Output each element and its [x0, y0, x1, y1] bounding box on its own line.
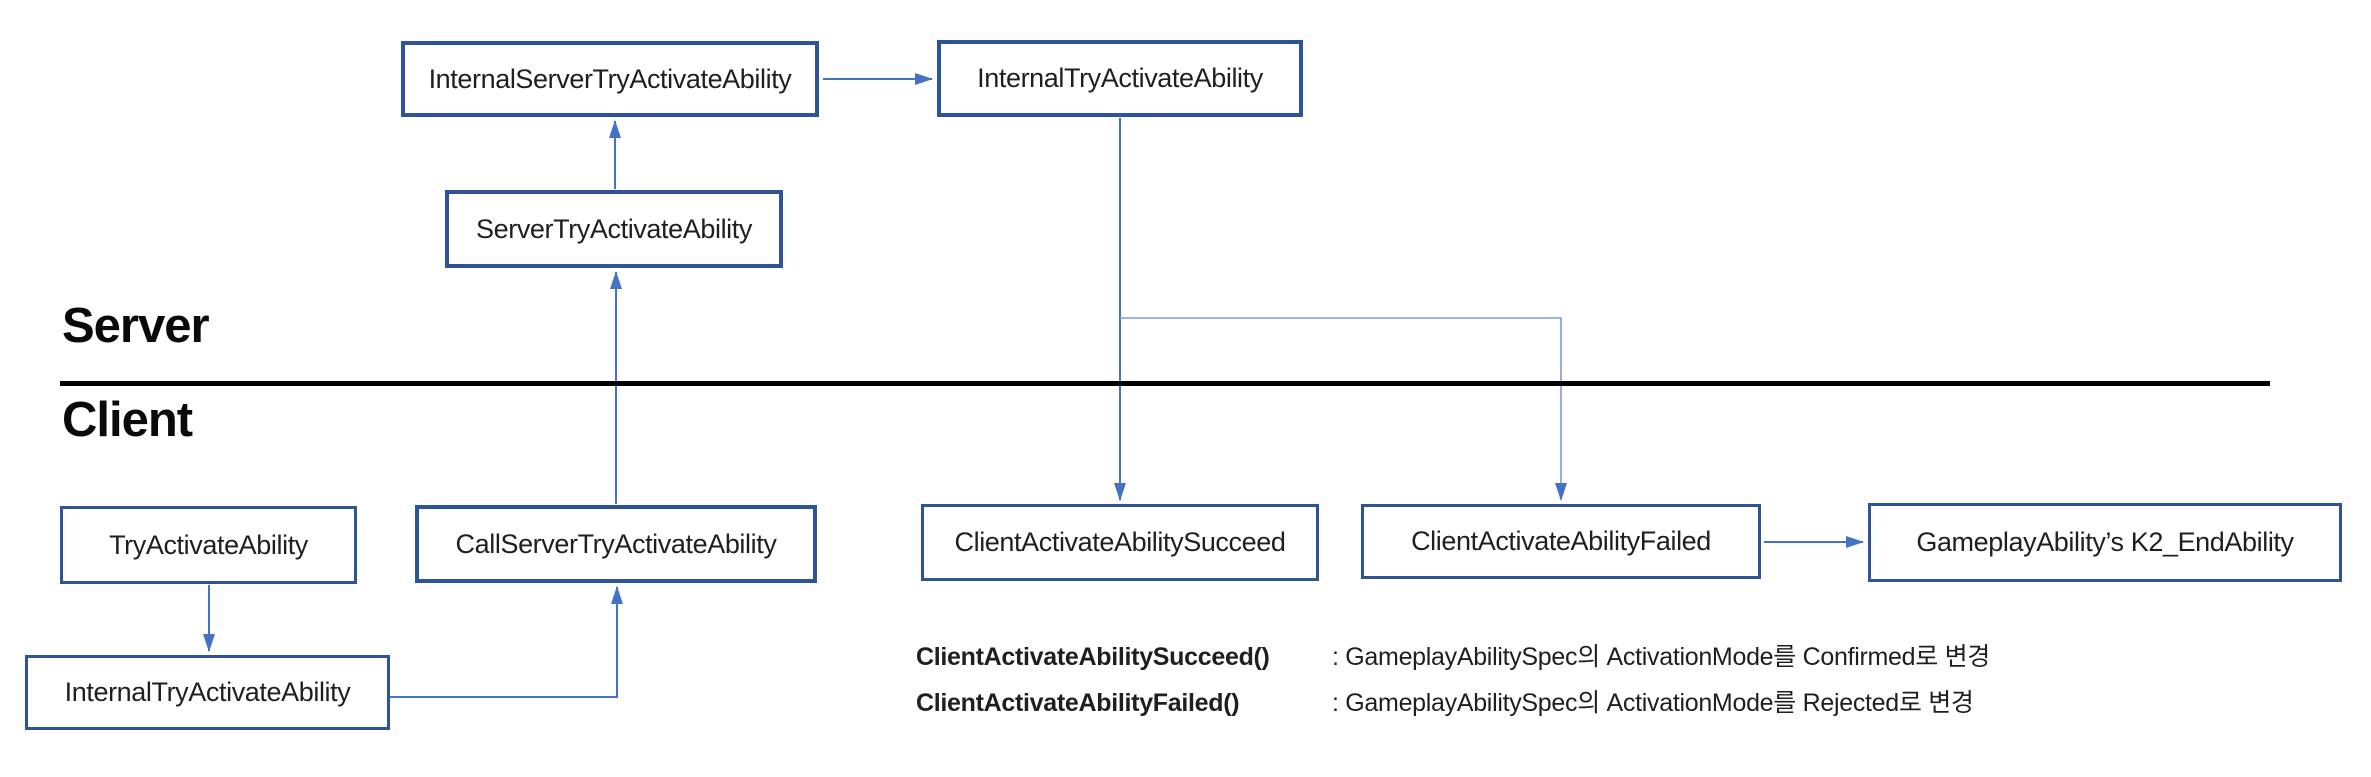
node-call-server-try-activate-ability: CallServerTryActivateAbility	[415, 505, 817, 583]
server-section-label: Server	[62, 299, 210, 353]
node-label: InternalTryActivateAbility	[977, 63, 1263, 93]
note-succeed: ClientActivateAbilitySucceed() : Gameplay…	[916, 637, 1990, 673]
node-label: ClientActivateAbilitySucceed	[954, 527, 1286, 557]
node-label: GameplayAbility’s K2_EndAbility	[1916, 527, 2294, 557]
note-failed-description: : GameplayAbilitySpec의 ActivationMode를 R…	[1332, 689, 1974, 717]
client-section-label: Client	[62, 393, 193, 447]
note-succeed-description: : GameplayAbilitySpec의 ActivationMode를 C…	[1332, 643, 1990, 671]
node-label: InternalServerTryActivateAbility	[428, 63, 792, 94]
arrow-internaltry-client-to-callserver	[390, 586, 623, 698]
node-gameplay-ability-k2-endability: GameplayAbility’s K2_EndAbility	[1868, 503, 2342, 582]
note-succeed-function-name: ClientActivateAbilitySucceed()	[916, 643, 1270, 671]
node-label: TryActivateAbility	[109, 529, 308, 560]
node-client-activate-ability-failed: ClientActivateAbilityFailed	[1361, 504, 1761, 579]
arrow-internaltry-server-to-failed	[1120, 317, 1567, 501]
node-label: InternalTryActivateAbility	[64, 677, 351, 707]
node-internal-server-try-activate-ability: InternalServerTryActivateAbility	[401, 41, 819, 117]
node-server-try-activate-ability: ServerTryActivateAbility	[445, 190, 783, 268]
node-label: ServerTryActivateAbility	[476, 213, 752, 244]
node-label: CallServerTryActivateAbility	[455, 528, 777, 559]
server-client-divider-line	[60, 381, 2270, 386]
node-internal-try-activate-ability-client: InternalTryActivateAbility	[25, 655, 390, 730]
node-client-activate-ability-succeed: ClientActivateAbilitySucceed	[921, 504, 1319, 581]
note-failed-function-name: ClientActivateAbilityFailed()	[916, 689, 1240, 717]
node-label: ClientActivateAbilityFailed	[1411, 526, 1711, 556]
node-internal-try-activate-ability-server: InternalTryActivateAbility	[937, 40, 1303, 117]
note-failed: ClientActivateAbilityFailed() : GameplayA…	[916, 683, 1974, 719]
node-try-activate-ability: TryActivateAbility	[60, 506, 357, 584]
